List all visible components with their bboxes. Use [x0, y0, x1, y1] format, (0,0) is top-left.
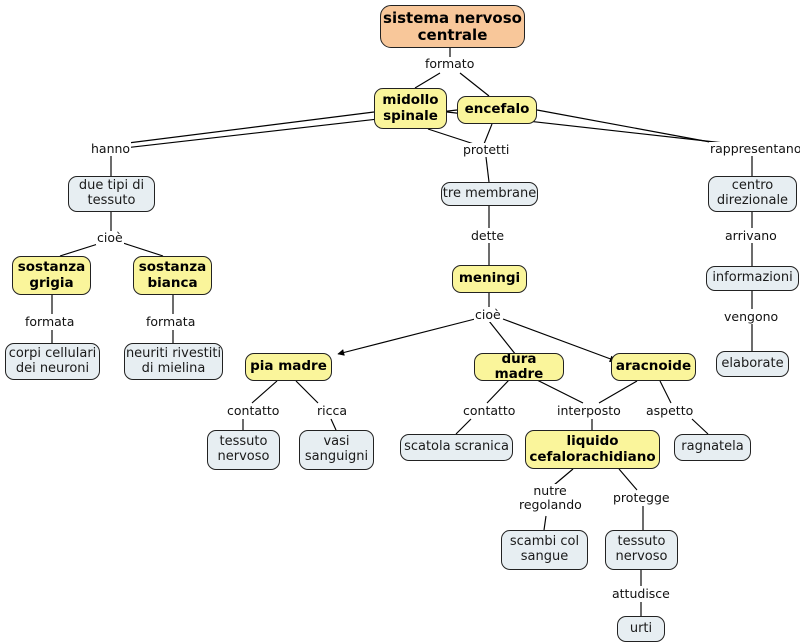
node-pia-madre[interactable]: pia madre [245, 353, 332, 381]
node-meningi[interactable]: meningi [452, 265, 527, 293]
link-label-interposto: interposto [556, 403, 622, 418]
link-label-arrivano: arrivano [724, 228, 778, 243]
link-label-cioe-tessuto: cioè [96, 230, 124, 245]
node-elaborate[interactable]: elaborate [716, 351, 789, 377]
link-label-vengono: vengono [723, 309, 780, 324]
node-vasi-sanguigni[interactable]: vasi sanguigni [299, 430, 374, 470]
node-sostanza-bianca[interactable]: sostanza bianca [133, 256, 212, 295]
node-due-tipi-di-tessuto[interactable]: due tipi di tessuto [68, 176, 155, 212]
node-tessuto-nervoso-liquido[interactable]: tessuto nervoso [605, 530, 678, 570]
node-informazioni[interactable]: informazioni [706, 266, 799, 291]
node-midollo-spinale[interactable]: midollo spinale [374, 88, 447, 129]
node-sistema-nervoso-centrale[interactable]: sistema nervoso centrale [380, 5, 525, 48]
link-label-formata-grigia: formata [24, 314, 76, 329]
link-label-protegge: protegge [612, 490, 671, 505]
node-urti[interactable]: urti [617, 616, 665, 642]
node-tessuto-nervoso-pia-madre[interactable]: tessuto nervoso [207, 430, 280, 470]
node-ragnatela[interactable]: ragnatela [674, 434, 751, 461]
link-label-rappresentano: rappresentano [709, 142, 800, 156]
link-label-ricca: ricca [316, 403, 349, 418]
link-label-cioe-meningi: cioè [474, 307, 502, 322]
link-label-attudisce: attudisce [611, 586, 671, 601]
link-label-contatto-dura: contatto [462, 403, 517, 418]
node-scatola-scranica[interactable]: scatola scranica [400, 434, 513, 461]
node-aracnoide[interactable]: aracnoide [611, 353, 696, 381]
link-label-hanno: hanno [90, 141, 132, 156]
node-corpi-cellulari-dei-neuroni[interactable]: corpi cellulari dei neuroni [5, 343, 100, 380]
link-label-aspetto: aspetto [645, 403, 695, 418]
link-label-formata-bianca: formata [145, 314, 197, 329]
node-liquido-cefalorachidiano[interactable]: liquido cefalorachidiano [525, 430, 660, 469]
link-label-contatto-pia: contatto [226, 403, 281, 418]
link-label-dette: dette [470, 228, 506, 243]
link-label-nutre-regolando: nutre regolando [518, 483, 582, 512]
node-scambi-col-sangue[interactable]: scambi col sangue [501, 530, 588, 570]
node-encefalo[interactable]: encefalo [457, 96, 537, 124]
link-label-formato: formato [424, 56, 476, 71]
node-dura-madre[interactable]: dura madre [474, 353, 564, 381]
node-tre-membrane[interactable]: tre membrane [441, 182, 538, 206]
node-centro-direzionale[interactable]: centro direzionale [708, 176, 797, 212]
link-label-protetti: protetti [462, 142, 511, 157]
node-neuriti-rivestiti-di-mielina[interactable]: neuriti rivestiti di mielina [124, 343, 223, 380]
node-sostanza-grigia[interactable]: sostanza grigia [12, 256, 91, 295]
